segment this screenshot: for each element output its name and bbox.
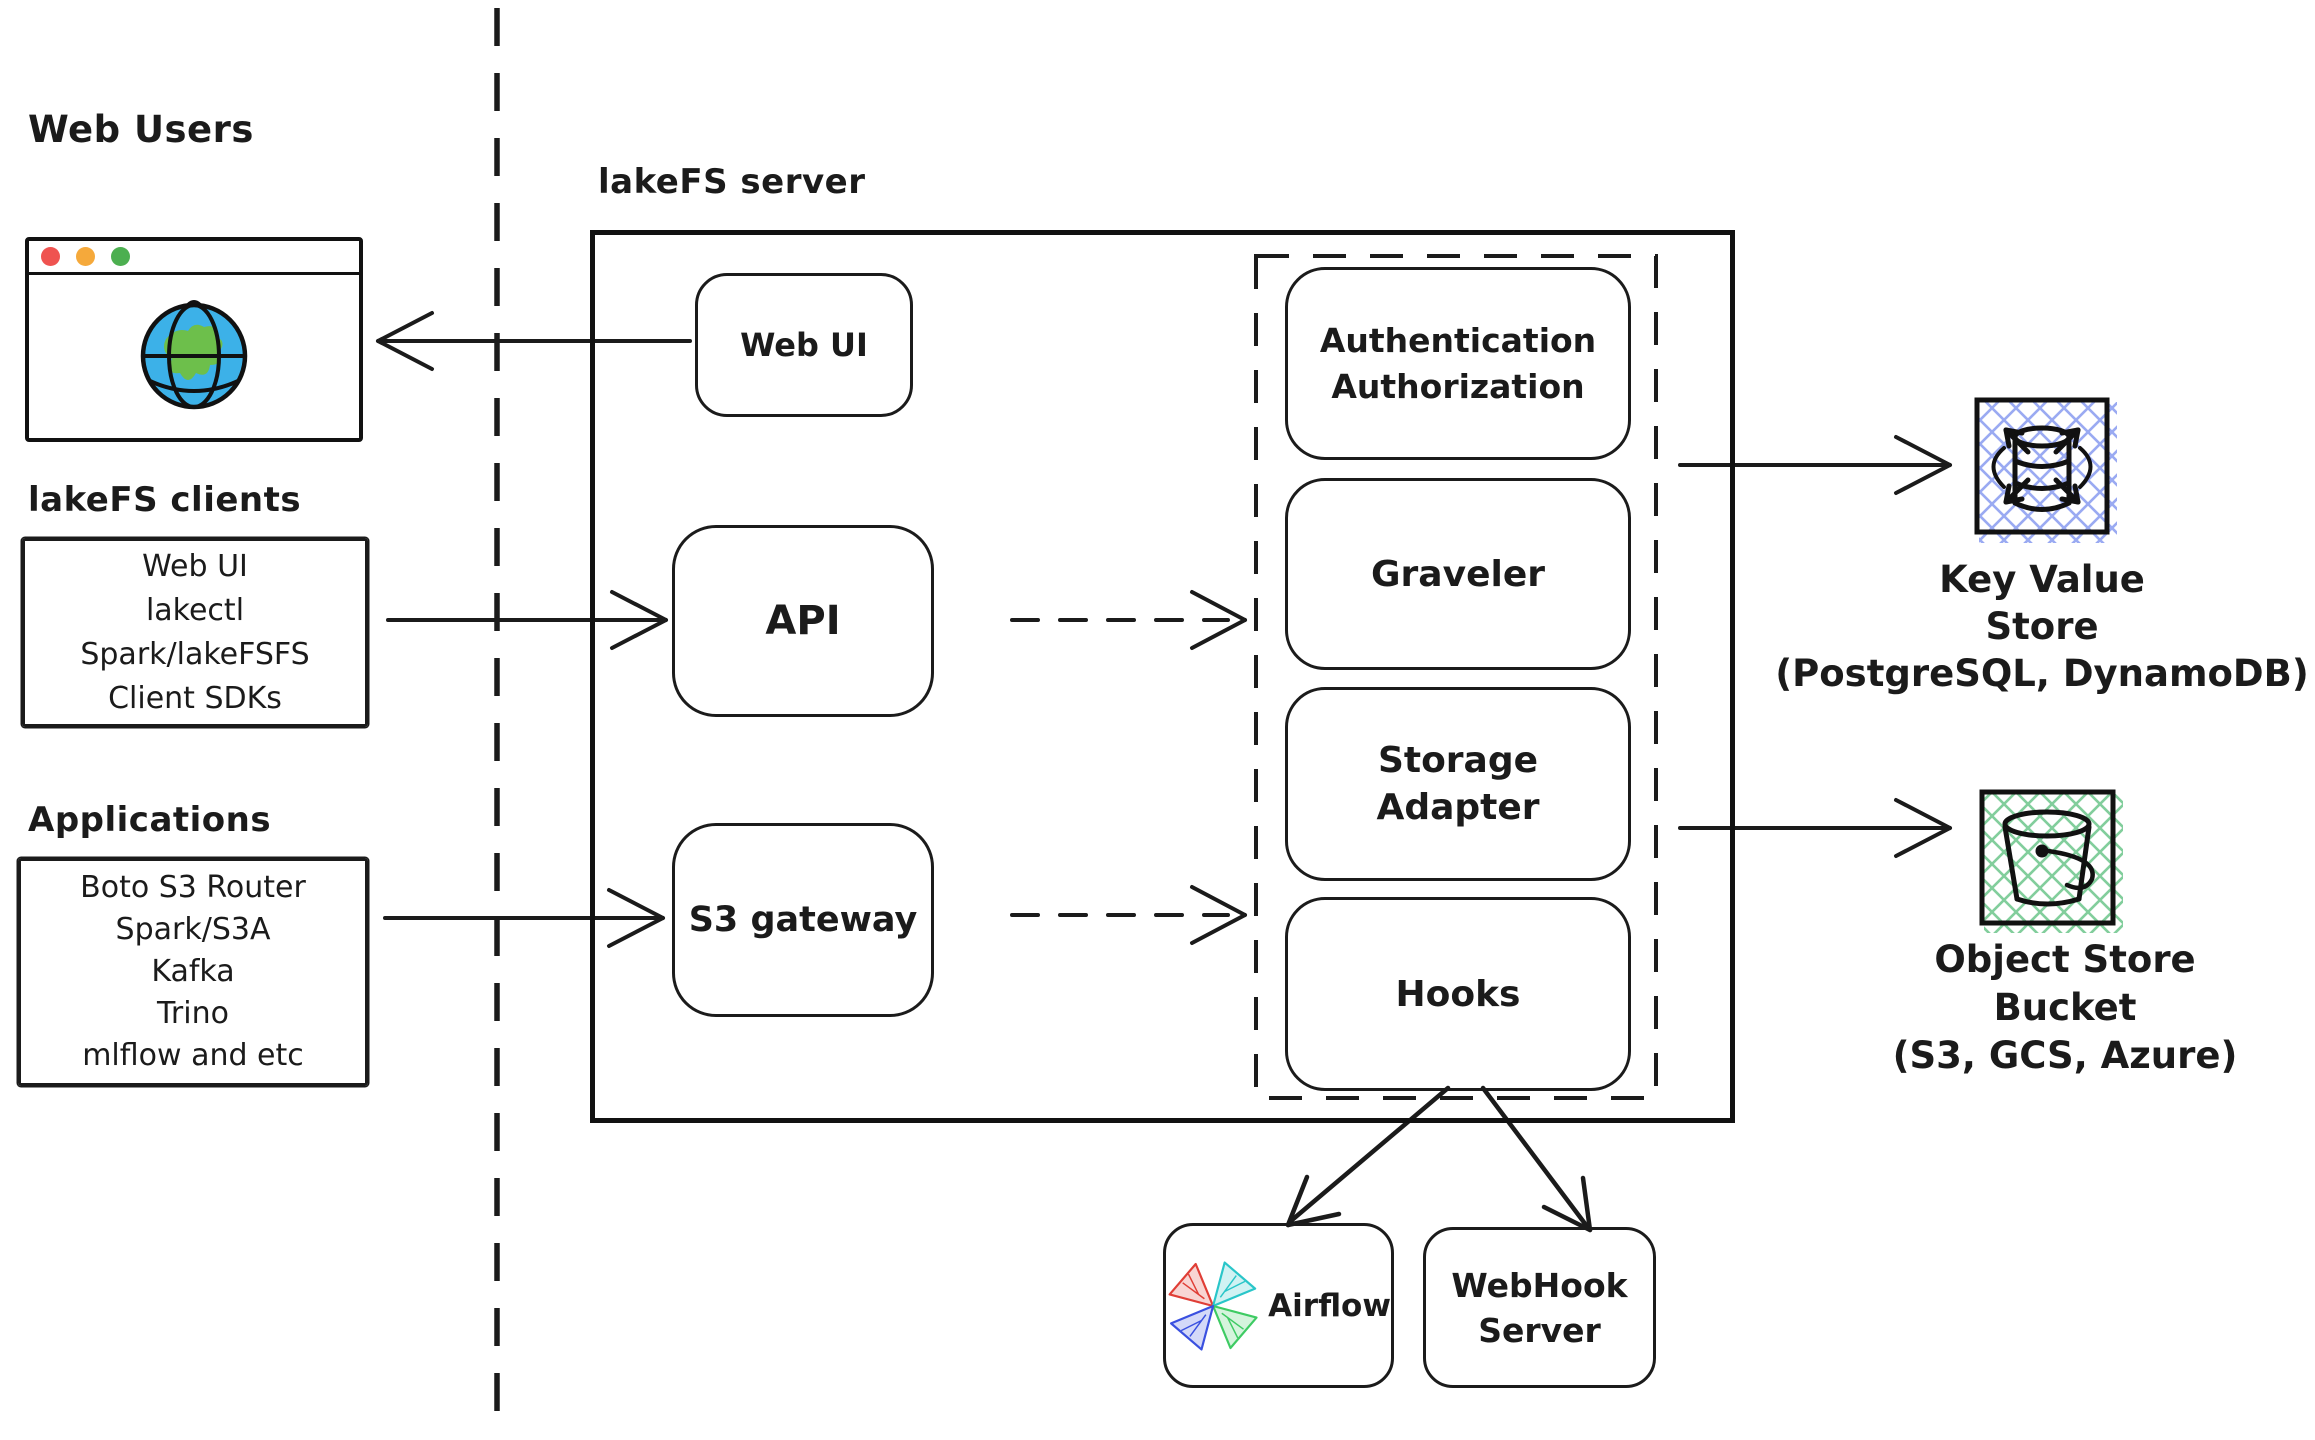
browser-title-bar (29, 241, 359, 275)
client-item: Client SDKs (108, 680, 282, 716)
webhook-label-line1: WebHook (1451, 1265, 1628, 1305)
arrow-clients-to-api (386, 590, 668, 650)
browser-minimize-dot (76, 247, 95, 266)
kv-caption-line2: Store (1985, 605, 2099, 648)
key-value-store-caption: Key Value Store (PostgreSQL, DynamoDB) (1762, 556, 2315, 697)
application-item: Boto S3 Router (80, 870, 306, 905)
lakefs-server-label: lakeFS server (598, 162, 866, 202)
kv-caption-line1: Key Value (1939, 558, 2145, 601)
kv-caption-line3: (PostgreSQL, DynamoDB) (1775, 652, 2309, 695)
web-users-label: Web Users (28, 108, 254, 151)
object-store-caption: Object Store Bucket (S3, GCS, Azure) (1815, 936, 2315, 1080)
arrow-applications-to-s3gateway (383, 888, 665, 948)
client-item: Spark/lakeFSFS (80, 636, 310, 672)
bucket-icon (1979, 789, 2123, 933)
object-caption-line2: Bucket (1993, 986, 2137, 1029)
webui-box: Web UI (695, 273, 913, 417)
object-caption-line3: (S3, GCS, Azure) (1892, 1034, 2238, 1077)
globe-icon (140, 299, 248, 409)
browser-close-dot (41, 247, 60, 266)
airflow-box-label: Airflow (1268, 1287, 1391, 1324)
hooks-box: Hooks (1285, 897, 1631, 1091)
browser-maximize-dot (111, 247, 130, 266)
storage-adapter-box: Storage Adapter (1285, 687, 1631, 881)
applications-label: Applications (28, 800, 272, 840)
database-scale-icon (1974, 397, 2117, 543)
applications-box: Boto S3 Router Spark/S3A Kafka Trino mlf… (18, 858, 368, 1086)
s3-gateway-box: S3 gateway (672, 823, 934, 1017)
lakefs-clients-box: Web UI lakectl Spark/lakeFSFS Client SDK… (22, 538, 368, 727)
auth-box-label-line2: Authorization (1331, 366, 1585, 406)
auth-box-label-line1: Authentication (1319, 320, 1597, 360)
application-item: Trino (157, 996, 229, 1031)
arrow-hooks-to-webhook (1480, 1085, 1593, 1233)
webhook-server-box: WebHook Server (1423, 1227, 1656, 1388)
arrow-server-to-kvstore (1678, 435, 1952, 495)
client-item: lakectl (145, 592, 245, 628)
airflow-box: Airflow (1163, 1223, 1394, 1388)
application-item: Kafka (151, 954, 235, 989)
web-users-browser-window (25, 237, 363, 442)
graveler-box-label: Graveler (1371, 553, 1545, 595)
application-item: mlflow and etc (82, 1038, 304, 1073)
webhook-label-line2: Server (1478, 1310, 1601, 1350)
graveler-box: Graveler (1285, 478, 1631, 670)
airflow-pinwheel-icon (1168, 1260, 1258, 1351)
s3-gateway-box-label: S3 gateway (688, 900, 918, 940)
lakefs-clients-label: lakeFS clients (28, 480, 302, 520)
application-item: Spark/S3A (115, 912, 271, 947)
webui-box-label: Web UI (740, 326, 868, 364)
api-box-label: API (765, 598, 841, 644)
arrow-s3gateway-to-internal-dashed (1010, 885, 1247, 945)
lakefs-server-box (590, 230, 1735, 1123)
client-item: Web UI (142, 548, 248, 584)
auth-box: Authentication Authorization (1285, 267, 1631, 460)
api-box: API (672, 525, 934, 717)
internal-components-dashed-box (1254, 254, 1658, 1100)
arrow-webui-to-webusers (376, 311, 692, 371)
arrow-api-to-graveler-dashed (1010, 590, 1247, 650)
arrow-server-to-objectstore (1678, 798, 1952, 858)
hooks-box-label: Hooks (1395, 973, 1521, 1015)
storage-adapter-label-line2: Adapter (1376, 787, 1540, 828)
object-caption-line1: Object Store (1934, 938, 2196, 981)
storage-adapter-label-line1: Storage (1377, 740, 1539, 781)
